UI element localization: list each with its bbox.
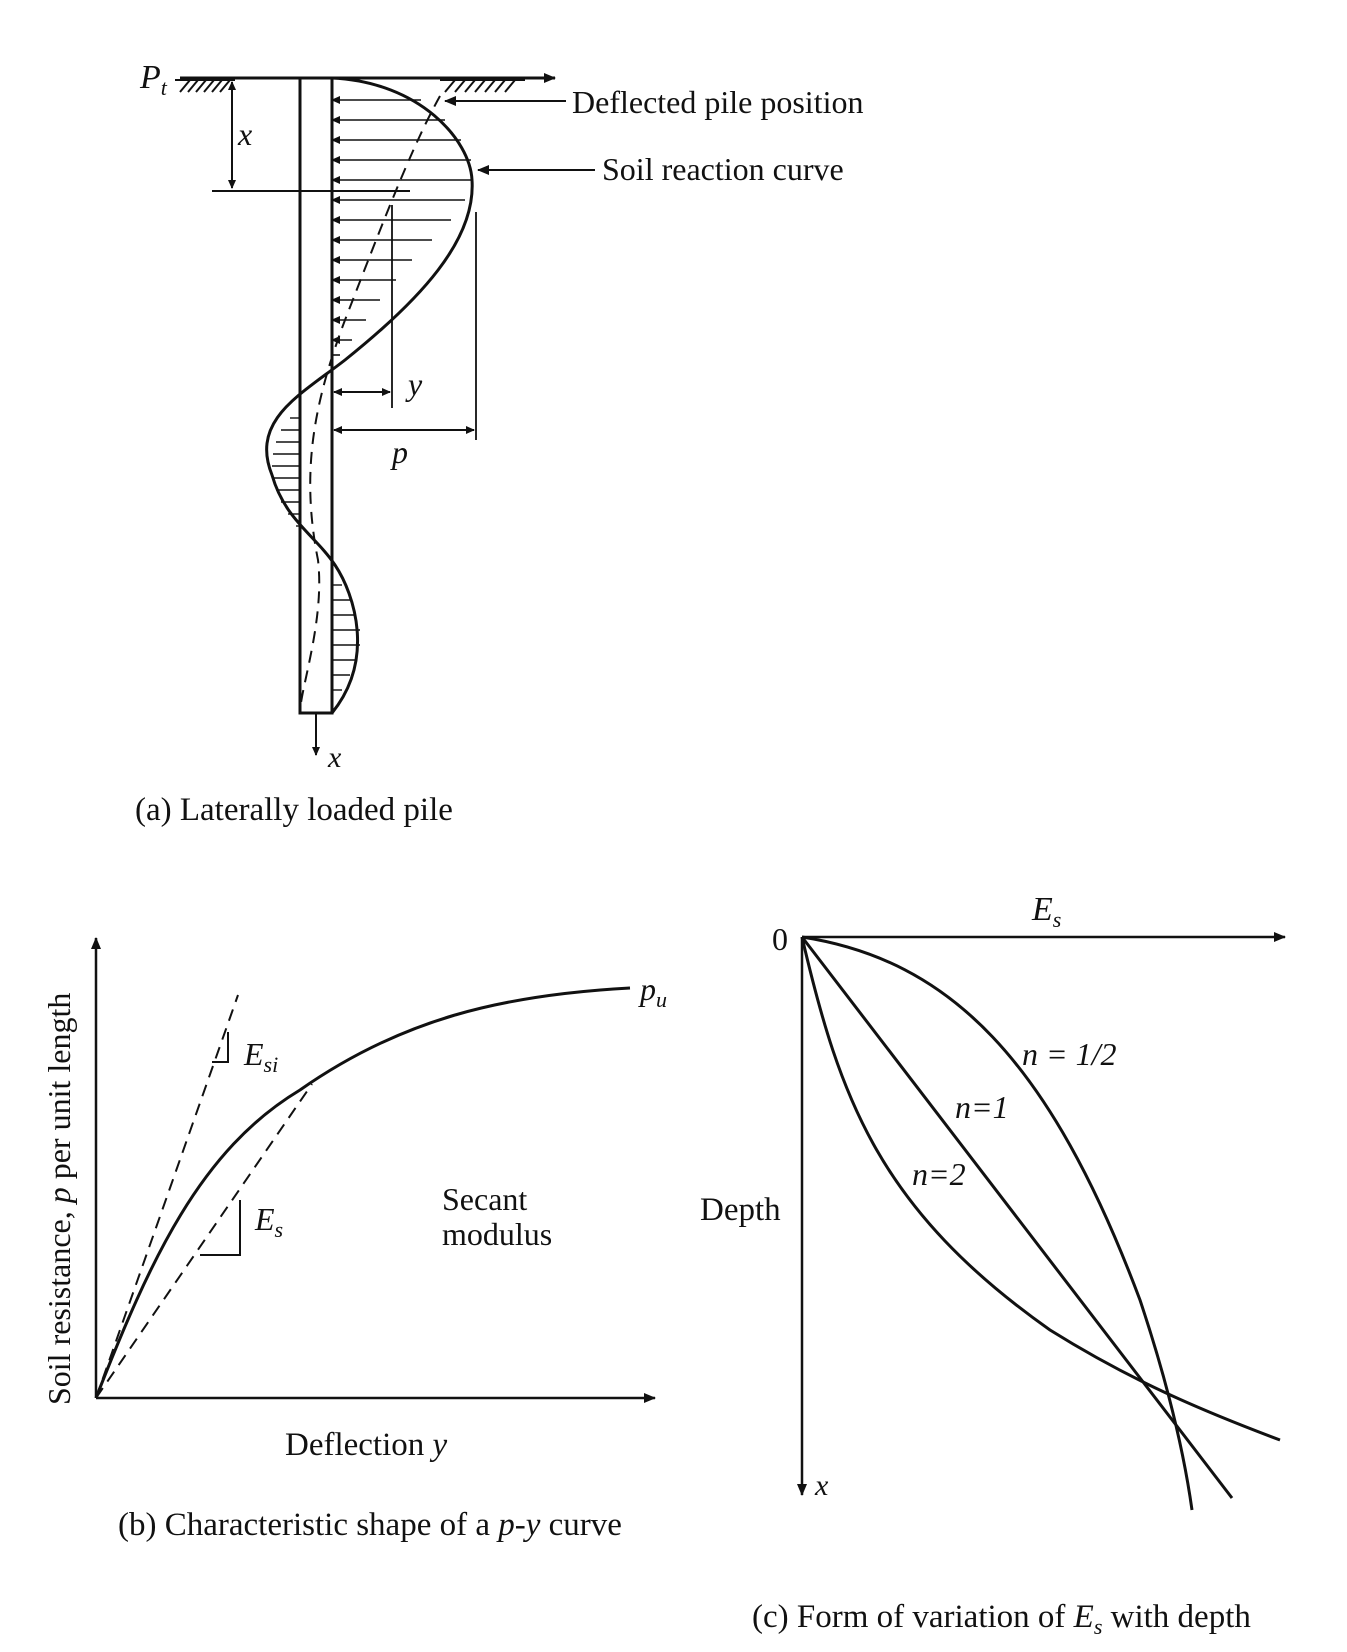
esi-label: Esi <box>243 1036 278 1077</box>
ground-hatch-right <box>440 79 525 93</box>
secant-line <box>95 1083 313 1399</box>
soil-reaction-curve <box>265 76 474 714</box>
es-slope-triangle <box>200 1200 241 1256</box>
label-n-one: n=1 <box>955 1089 1009 1125</box>
pile <box>298 76 334 715</box>
secant-line1: Secant <box>442 1181 527 1217</box>
reaction-hatch-middle <box>272 417 300 527</box>
panel-c-es-depth: Es 0 Depth x n = 1/2 n=1 n=2 (c) Form of… <box>700 891 1286 1639</box>
reaction-label: Soil reaction curve <box>602 151 844 187</box>
deflected-label: Deflected pile position <box>572 84 863 120</box>
c-origin-label: 0 <box>772 921 788 957</box>
panel-a-laterally-loaded-pile: Pt x Deflected pile position Soil reacti… <box>135 59 863 828</box>
p-label: p <box>390 434 408 470</box>
load-label: Pt <box>139 59 168 100</box>
ground-hatch-left <box>175 79 235 93</box>
reaction-arrows-upper <box>331 96 472 356</box>
caption-c: (c) Form of variation of Es with depth <box>752 1599 1251 1639</box>
label-n-half: n = 1/2 <box>1022 1036 1116 1072</box>
curve-n-one <box>800 936 1234 1499</box>
esi-slope-triangle <box>212 1032 229 1063</box>
panel-b-py-curve: pu Esi Es Secant modulus Soil resistance… <box>41 937 667 1543</box>
caption-b: (b) Characteristic shape of a p-y curve <box>118 1507 622 1543</box>
reaction-hatch-lower <box>332 584 360 691</box>
deflected-pile-line <box>299 95 441 714</box>
b-ylabel: Soil resistance, p per unit length <box>41 993 77 1405</box>
y-label: y <box>405 366 423 402</box>
pu-label: pu <box>638 971 667 1012</box>
py-curve <box>94 986 631 1399</box>
initial-tangent-line <box>95 994 239 1399</box>
c-axis-x-label: x <box>814 1469 829 1502</box>
curve-n-half <box>801 935 1194 1511</box>
c-top-label: Es <box>1031 891 1061 932</box>
c-depth-label: Depth <box>700 1192 781 1228</box>
secant-line2: modulus <box>442 1216 552 1252</box>
axis-x-label: x <box>327 741 342 774</box>
caption-a: (a) Laterally loaded pile <box>135 792 453 828</box>
label-n-two: n=2 <box>912 1156 966 1192</box>
curve-n-two <box>800 936 1281 1442</box>
depth-x-label: x <box>237 116 252 152</box>
b-xlabel: Deflection y <box>285 1427 448 1463</box>
es-label: Es <box>254 1201 283 1242</box>
